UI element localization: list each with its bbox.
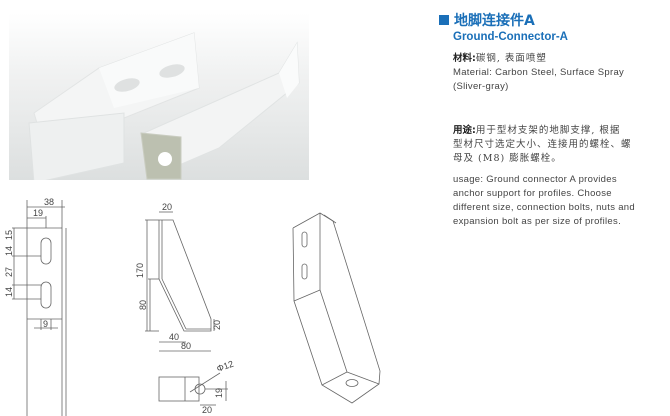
dim-side-right: 20 <box>212 320 222 330</box>
dim-base-inner: 40 <box>169 332 179 342</box>
dim-offset-v: 19 <box>214 388 224 398</box>
product-photo <box>9 13 309 180</box>
dim-width-half: 19 <box>33 208 43 218</box>
usage-line4-en: expansion bolt as per size of profiles. <box>453 216 622 227</box>
dim-d3: 27 <box>4 267 14 277</box>
usage-line1-en: usage: Ground connector A provides <box>453 174 617 185</box>
usage-line2-cn: 型材尺寸选定大小、连接用的螺栓、螺 <box>453 139 632 150</box>
dim-d1: 15 <box>4 230 14 240</box>
material-label: 材料: <box>453 53 476 64</box>
product-title-cn: 地脚连接件A <box>439 10 568 30</box>
dim-d2: 14 <box>4 246 14 256</box>
usage-line1-cn: 用于型材支架的地脚支撑, 根据 <box>475 125 621 136</box>
dim-side-lower: 80 <box>138 300 148 310</box>
dim-side-top: 20 <box>162 202 172 212</box>
dim-width-total: 38 <box>44 197 54 207</box>
dim-bottom: 9 <box>43 319 48 329</box>
technical-drawings: 38 19 15 14 27 14 9 20 170 80 20 40 80 Φ… <box>4 197 381 416</box>
title-cn-text: 地脚连接件A <box>454 13 535 29</box>
product-title-en: Ground-Connector-A <box>453 31 568 43</box>
material-line1-en: Material: Carbon Steel, Surface Spray <box>453 67 625 78</box>
usage-label: 用途: <box>453 125 476 136</box>
usage-line2-en: anchor support for profiles. Choose <box>453 188 612 199</box>
material-section: 材料:碳钢, 表面喷塑 Material: Carbon Steel, Surf… <box>453 52 668 94</box>
side-view-drawing <box>145 211 215 352</box>
usage-section: 用途:用于型材支架的地脚支撑, 根据 型材尺寸选定大小、连接用的螺栓、螺 母及 … <box>453 124 668 229</box>
square-bullet-icon <box>439 15 449 25</box>
dim-side-height: 170 <box>135 263 145 278</box>
material-line2-en: (Sliver-gray) <box>453 81 509 92</box>
product-title-block: 地脚连接件A Ground-Connector-A <box>439 10 568 43</box>
dim-base-total: 80 <box>181 341 191 351</box>
usage-line3-cn: 母及 (M8) 膨胀螺栓。 <box>453 153 562 164</box>
dim-d4: 14 <box>4 287 14 297</box>
front-view-drawing <box>12 200 67 416</box>
bottom-view-drawing <box>158 372 228 406</box>
dim-offset-h: 20 <box>202 405 212 415</box>
usage-line3-en: different size, connection bolts, nuts a… <box>453 202 635 213</box>
material-value-cn: 碳钢, 表面喷塑 <box>475 53 547 64</box>
dim-hole: Φ12 <box>215 359 235 374</box>
ground-connector-photo-icon <box>28 32 300 180</box>
isometric-view-drawing <box>292 212 381 404</box>
